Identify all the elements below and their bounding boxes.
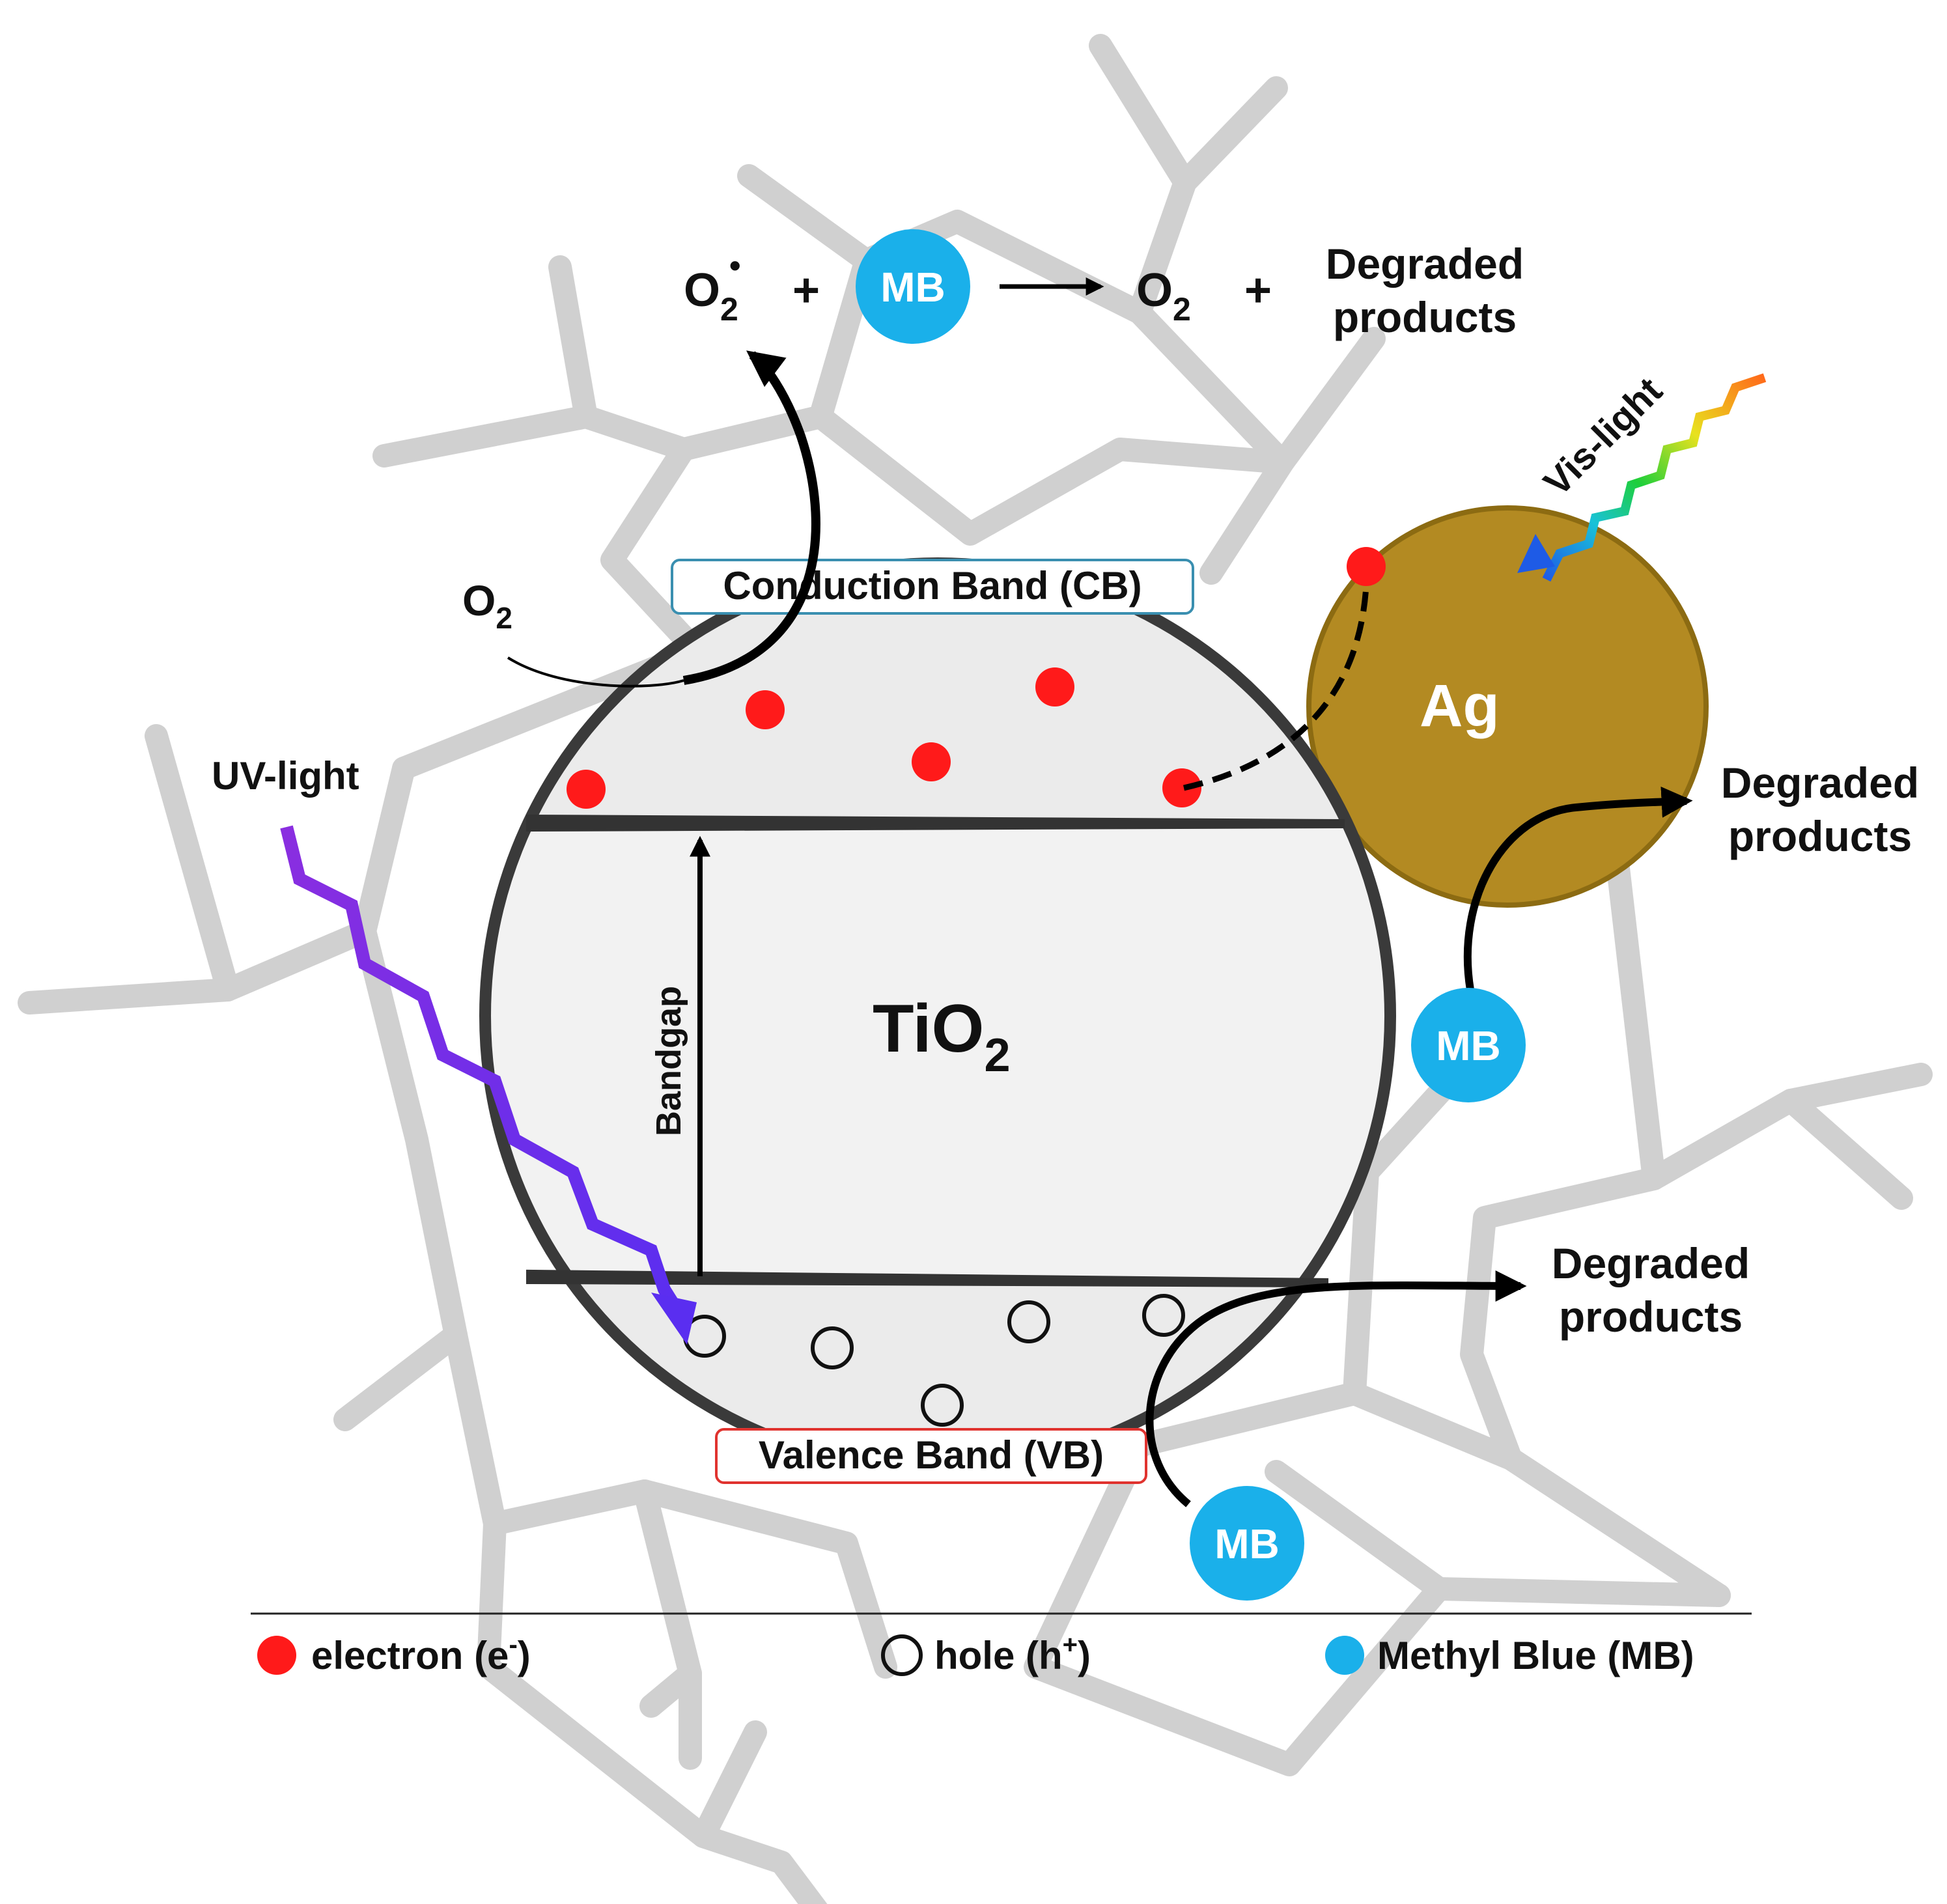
- network-line: [639, 1662, 702, 1718]
- background-network: [18, 34, 1933, 1904]
- legend-electron-close: ): [518, 1634, 531, 1677]
- network-line: [737, 164, 1197, 324]
- mb-label: MB: [880, 264, 945, 311]
- ag-side-degradation: MB Degraded products: [1411, 759, 1919, 1102]
- radical-dot: •: [729, 247, 741, 284]
- legend-hole-text: hole (h: [934, 1634, 1063, 1677]
- hole-circle: [811, 1326, 854, 1369]
- hole-circle: [921, 1384, 964, 1427]
- mb-label: MB: [1436, 1022, 1501, 1069]
- product-subscript: 2: [1173, 291, 1191, 328]
- legend-electron-marker: [257, 1636, 296, 1675]
- ag-label: Ag: [1420, 673, 1500, 739]
- electron-dot: [567, 770, 606, 809]
- plus-sign: +: [792, 264, 820, 316]
- tio2-label: TiO2: [873, 991, 1010, 1082]
- degraded-line1: Degraded: [1721, 759, 1919, 807]
- degraded-line2: products: [1728, 812, 1912, 860]
- network-line: [145, 724, 240, 1001]
- holes: [683, 1294, 1185, 1427]
- ag-degradation-arrow: [1463, 786, 1693, 990]
- superoxide-arrow: [682, 350, 820, 685]
- mb-label: MB: [1214, 1520, 1280, 1567]
- network-line: [1603, 828, 1666, 1190]
- mb-molecule: [1190, 1486, 1304, 1601]
- network-line: [809, 405, 1295, 585]
- network-line: [692, 1825, 828, 1904]
- vb-label-text: Valence Band (VB): [759, 1433, 1104, 1477]
- vb-side-degradation: MB Degraded products: [1145, 1239, 1750, 1601]
- network-line: [1128, 1167, 1666, 1470]
- product-o2-label: O2: [1136, 264, 1191, 328]
- legend-electron-text: electron (e: [311, 1634, 509, 1677]
- reaction-equation: O2 • + MB O2 + Degraded products: [684, 229, 1524, 344]
- network-line: [1089, 34, 1288, 194]
- network-line: [477, 1512, 767, 1848]
- legend-mb-marker: [1325, 1636, 1364, 1675]
- legend-hole-marker: [881, 1634, 923, 1676]
- product-o: O: [1136, 264, 1173, 316]
- electron-dot: [1035, 667, 1074, 707]
- network-line: [1779, 1089, 1913, 1210]
- legend-mb-label: Methyl Blue (MB): [1377, 1634, 1694, 1677]
- vis-light-label: Vis-light: [1535, 369, 1670, 504]
- o2-reduction: O2: [462, 350, 820, 688]
- mb-molecule: [1411, 988, 1526, 1102]
- bandgap-label: Bandgap: [649, 986, 688, 1136]
- tio2-subscript: 2: [984, 1029, 1010, 1082]
- vb-label-box: [715, 1428, 1147, 1484]
- legend-hole-sup: +: [1063, 1631, 1078, 1659]
- uv-light-label: UV-light: [212, 754, 359, 798]
- o2-text: O: [462, 576, 496, 624]
- mb-molecule: [856, 229, 970, 344]
- electrons: [567, 547, 1386, 809]
- cb-label-text: Conduction Band (CB): [723, 564, 1142, 608]
- electron-dot: [912, 742, 951, 781]
- o2-curve: [507, 656, 684, 688]
- legend: electron (e-) hole (h+) Methyl Blue (MB): [251, 1612, 1752, 1677]
- superoxide-label: O2: [684, 264, 738, 328]
- degraded-line2: products: [1559, 1293, 1743, 1341]
- plus-sign: +: [1244, 264, 1272, 316]
- network-line: [333, 919, 468, 1431]
- hole-circle: [1142, 1294, 1185, 1337]
- uv-light-arrowhead: [651, 1293, 697, 1345]
- network-line: [1024, 1434, 1451, 1776]
- tio2-text: TiO: [873, 991, 984, 1067]
- degraded-line2: products: [1333, 293, 1517, 341]
- conduction-band-label: Conduction Band (CB): [671, 559, 1194, 615]
- degraded-line1: Degraded: [1326, 240, 1524, 288]
- o2-label: O2: [462, 576, 512, 635]
- vis-light-arrowhead: [1517, 534, 1555, 573]
- superoxide-subscript: 2: [720, 291, 738, 328]
- degraded-line1: Degraded: [1552, 1239, 1750, 1287]
- network-line: [392, 438, 708, 780]
- legend-hole-label: hole (h+): [934, 1631, 1091, 1677]
- network-line: [633, 1479, 897, 1679]
- uv-light-wave: [280, 825, 686, 1319]
- superoxide-o: O: [684, 264, 720, 316]
- bandgap-arrow: Bandgap: [649, 835, 710, 1276]
- vb-edge-line: [526, 1269, 1329, 1287]
- valence-band-label: Valence Band (VB): [715, 1428, 1147, 1484]
- uv-light: UV-light: [212, 754, 697, 1345]
- network-line: [1427, 1577, 1731, 1607]
- electron-dot: [1162, 768, 1201, 807]
- legend-hole-close: ): [1078, 1634, 1091, 1677]
- hole-circle: [1007, 1300, 1050, 1343]
- electron-dot: [1347, 547, 1386, 586]
- legend-electron-sup: -: [509, 1631, 517, 1659]
- network-line: [548, 255, 598, 428]
- vis-light-wave: [1542, 373, 1767, 582]
- network-line: [1499, 1447, 1731, 1607]
- cb-edge-line: [526, 814, 1345, 832]
- vb-degradation-arrow: [1145, 1270, 1527, 1507]
- network-line: [18, 757, 415, 1015]
- legend-electron-label: electron (e-): [311, 1631, 531, 1677]
- electron-dot: [746, 690, 785, 729]
- electron-transfer-path: [1183, 585, 1369, 791]
- o2-subscript: 2: [496, 601, 512, 635]
